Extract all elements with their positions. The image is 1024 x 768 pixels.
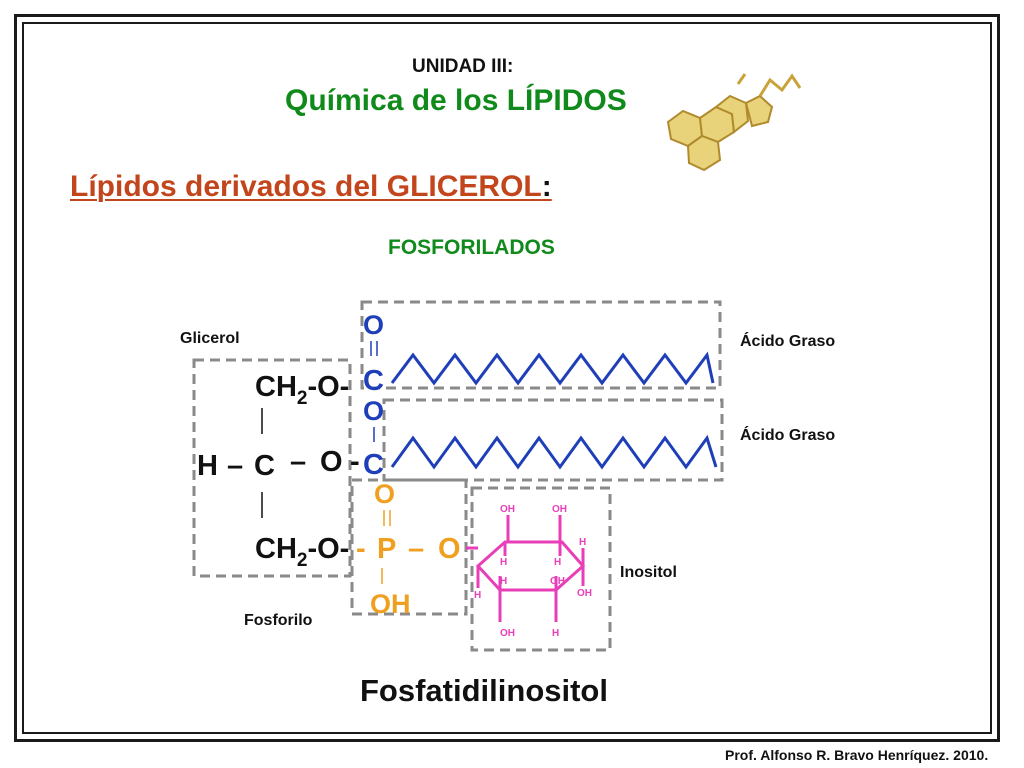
fatty-acid-2: O C <box>363 396 718 481</box>
c-atom: C <box>254 450 275 482</box>
molecule-name: Fosfatidilinositol <box>360 673 608 708</box>
fatty-acid-1: O C <box>363 310 715 397</box>
steroid-molecule-icon <box>666 73 802 172</box>
acido-graso-box-2 <box>382 398 724 482</box>
ring-h-1: H <box>500 557 507 568</box>
acido-graso-box-1 <box>360 300 722 390</box>
ch2-bottom: CH2-O- <box>255 533 349 571</box>
phosphate-bond-left: - <box>356 533 366 565</box>
fosforilo-label: Fosforilo <box>244 612 313 629</box>
ch2-top: CH2-O- <box>255 371 349 409</box>
ring-h-5: H <box>474 590 481 601</box>
unit-heading: UNIDAD III: <box>412 56 514 77</box>
subtitle-colon: : <box>541 170 552 203</box>
ring-oh-2: OH <box>552 504 567 515</box>
phosphate-bond-right: – <box>408 533 424 565</box>
phosphate-o-right: O <box>438 533 461 565</box>
ring-h-6: H <box>552 628 559 639</box>
outer-frame <box>14 14 1000 742</box>
bond-o-c-middle: - <box>350 446 360 478</box>
ring-h-3: H <box>579 537 586 548</box>
inositol-ring: OH OH H H H H OH H OH OH H <box>466 504 592 639</box>
inositol-label: Inositol <box>620 564 677 581</box>
phosphate-o-top: O <box>374 479 395 509</box>
bond-c-o: – <box>290 446 306 478</box>
h-atom: H <box>197 450 218 482</box>
ring-oh-5: OH <box>500 628 515 639</box>
page-title: Química de los LÍPIDOS <box>285 84 627 117</box>
phosphorus-atom: P <box>377 533 396 565</box>
carbonyl-o-2: O <box>363 396 384 426</box>
ring-h-2: H <box>554 557 561 568</box>
subtitle-text: Lípidos derivados del GLICEROL <box>70 170 542 203</box>
ring-h-4: H <box>500 576 507 587</box>
glycerol-backbone: CH2-O- H – C – O - CH2-O- <box>197 371 360 571</box>
inositol-box <box>470 486 612 652</box>
category-heading: FOSFORILADOS <box>388 236 555 259</box>
author-credit: Prof. Alfonso R. Bravo Henríquez. 2010. <box>725 747 989 763</box>
ring-oh-3: OH <box>550 576 565 587</box>
carbonyl-o-1: O <box>363 310 384 340</box>
inner-frame <box>22 22 992 734</box>
acido-graso-label-1: Ácido Graso <box>740 333 836 350</box>
o-atom-middle: O <box>320 446 343 478</box>
section-subtitle: Lípidos derivados del GLICEROL: <box>70 170 552 204</box>
ring-oh-1: OH <box>500 504 515 515</box>
glicerol-label: Glicerol <box>180 330 240 347</box>
carbonyl-c-1: C <box>363 365 384 397</box>
bond-h-c: – <box>227 450 243 482</box>
acido-graso-label-2: Ácido Graso <box>740 427 836 444</box>
acyl-chain-1 <box>390 351 715 386</box>
phosphate-oh: OH <box>370 589 411 619</box>
carbonyl-c-2: C <box>363 449 384 481</box>
glicerol-box <box>192 358 352 578</box>
phosphate-group: O - P – O OH <box>356 479 461 619</box>
ring-oh-4: OH <box>577 588 592 599</box>
acyl-chain-2 <box>390 434 718 470</box>
